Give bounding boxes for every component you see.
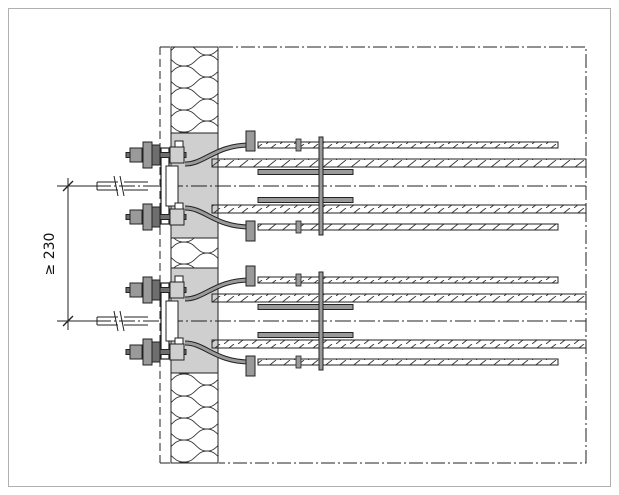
coupler-upper [169,281,185,299]
washer-upper [142,276,153,304]
main-bar-upper [211,293,587,303]
coupler-lower [169,343,185,361]
stirrup-bar-upper [257,141,559,149]
stirrup-bar-lower [257,223,559,231]
insulation-layer [170,46,219,464]
bent-bar-upper-fill [184,278,251,301]
vertical-tie [318,271,324,371]
vertical-tie [318,136,324,236]
bent-bar-lower-fill [184,341,251,364]
anchor-head-upper [245,265,256,287]
washer-lower [142,338,153,366]
stirrup-bar-lower [257,358,559,366]
short-bar-lower [257,332,354,338]
nut-outer-upper [129,147,143,163]
end-plate-block [165,300,179,342]
coupler-lower [169,208,185,226]
anchor-head-lower [245,220,256,242]
short-bar-upper [257,304,354,310]
nut-outer-lower [129,209,143,225]
coupler-upper [169,146,185,164]
nut-outer-upper [129,282,143,298]
washer-lower [142,203,153,231]
connector-assembly-1 [95,130,587,242]
dimension-group: ≥ 230 [42,178,108,330]
stirrup-bar-upper [257,276,559,284]
spacer-upper [174,275,184,283]
main-bar-lower [211,339,587,349]
dimension-label: ≥ 230 [42,233,58,276]
nut-inner-lower [151,206,161,228]
anchor-head-upper [245,130,256,152]
slab-boundary [219,46,587,464]
spacer-upper [174,140,184,148]
connector-assembly-2 [95,265,587,377]
nut-inner-upper [151,279,161,301]
spacer-lower [174,202,184,210]
short-bar-upper [257,169,354,175]
outer-frame [8,8,611,487]
nut-inner-upper [151,144,161,166]
break-mark [113,175,125,197]
end-plate-block [165,165,179,207]
bent-bar-upper-fill [184,143,251,166]
nut-inner-lower [151,341,161,363]
washer-upper [142,141,153,169]
spacer-lower [174,337,184,345]
main-bar-upper [211,158,587,168]
short-bar-lower [257,197,354,203]
break-mark [113,310,125,332]
bent-bar-lower-fill [184,206,251,229]
anchor-head-lower [245,355,256,377]
nut-outer-lower [129,344,143,360]
tie-tab-upper [295,273,302,287]
main-bar-lower [211,204,587,214]
tie-tab-lower [295,355,302,369]
tie-tab-upper [295,138,302,152]
dimension-tick-top [62,180,74,192]
dimension-tick-bottom [62,315,74,327]
tie-tab-lower [295,220,302,234]
